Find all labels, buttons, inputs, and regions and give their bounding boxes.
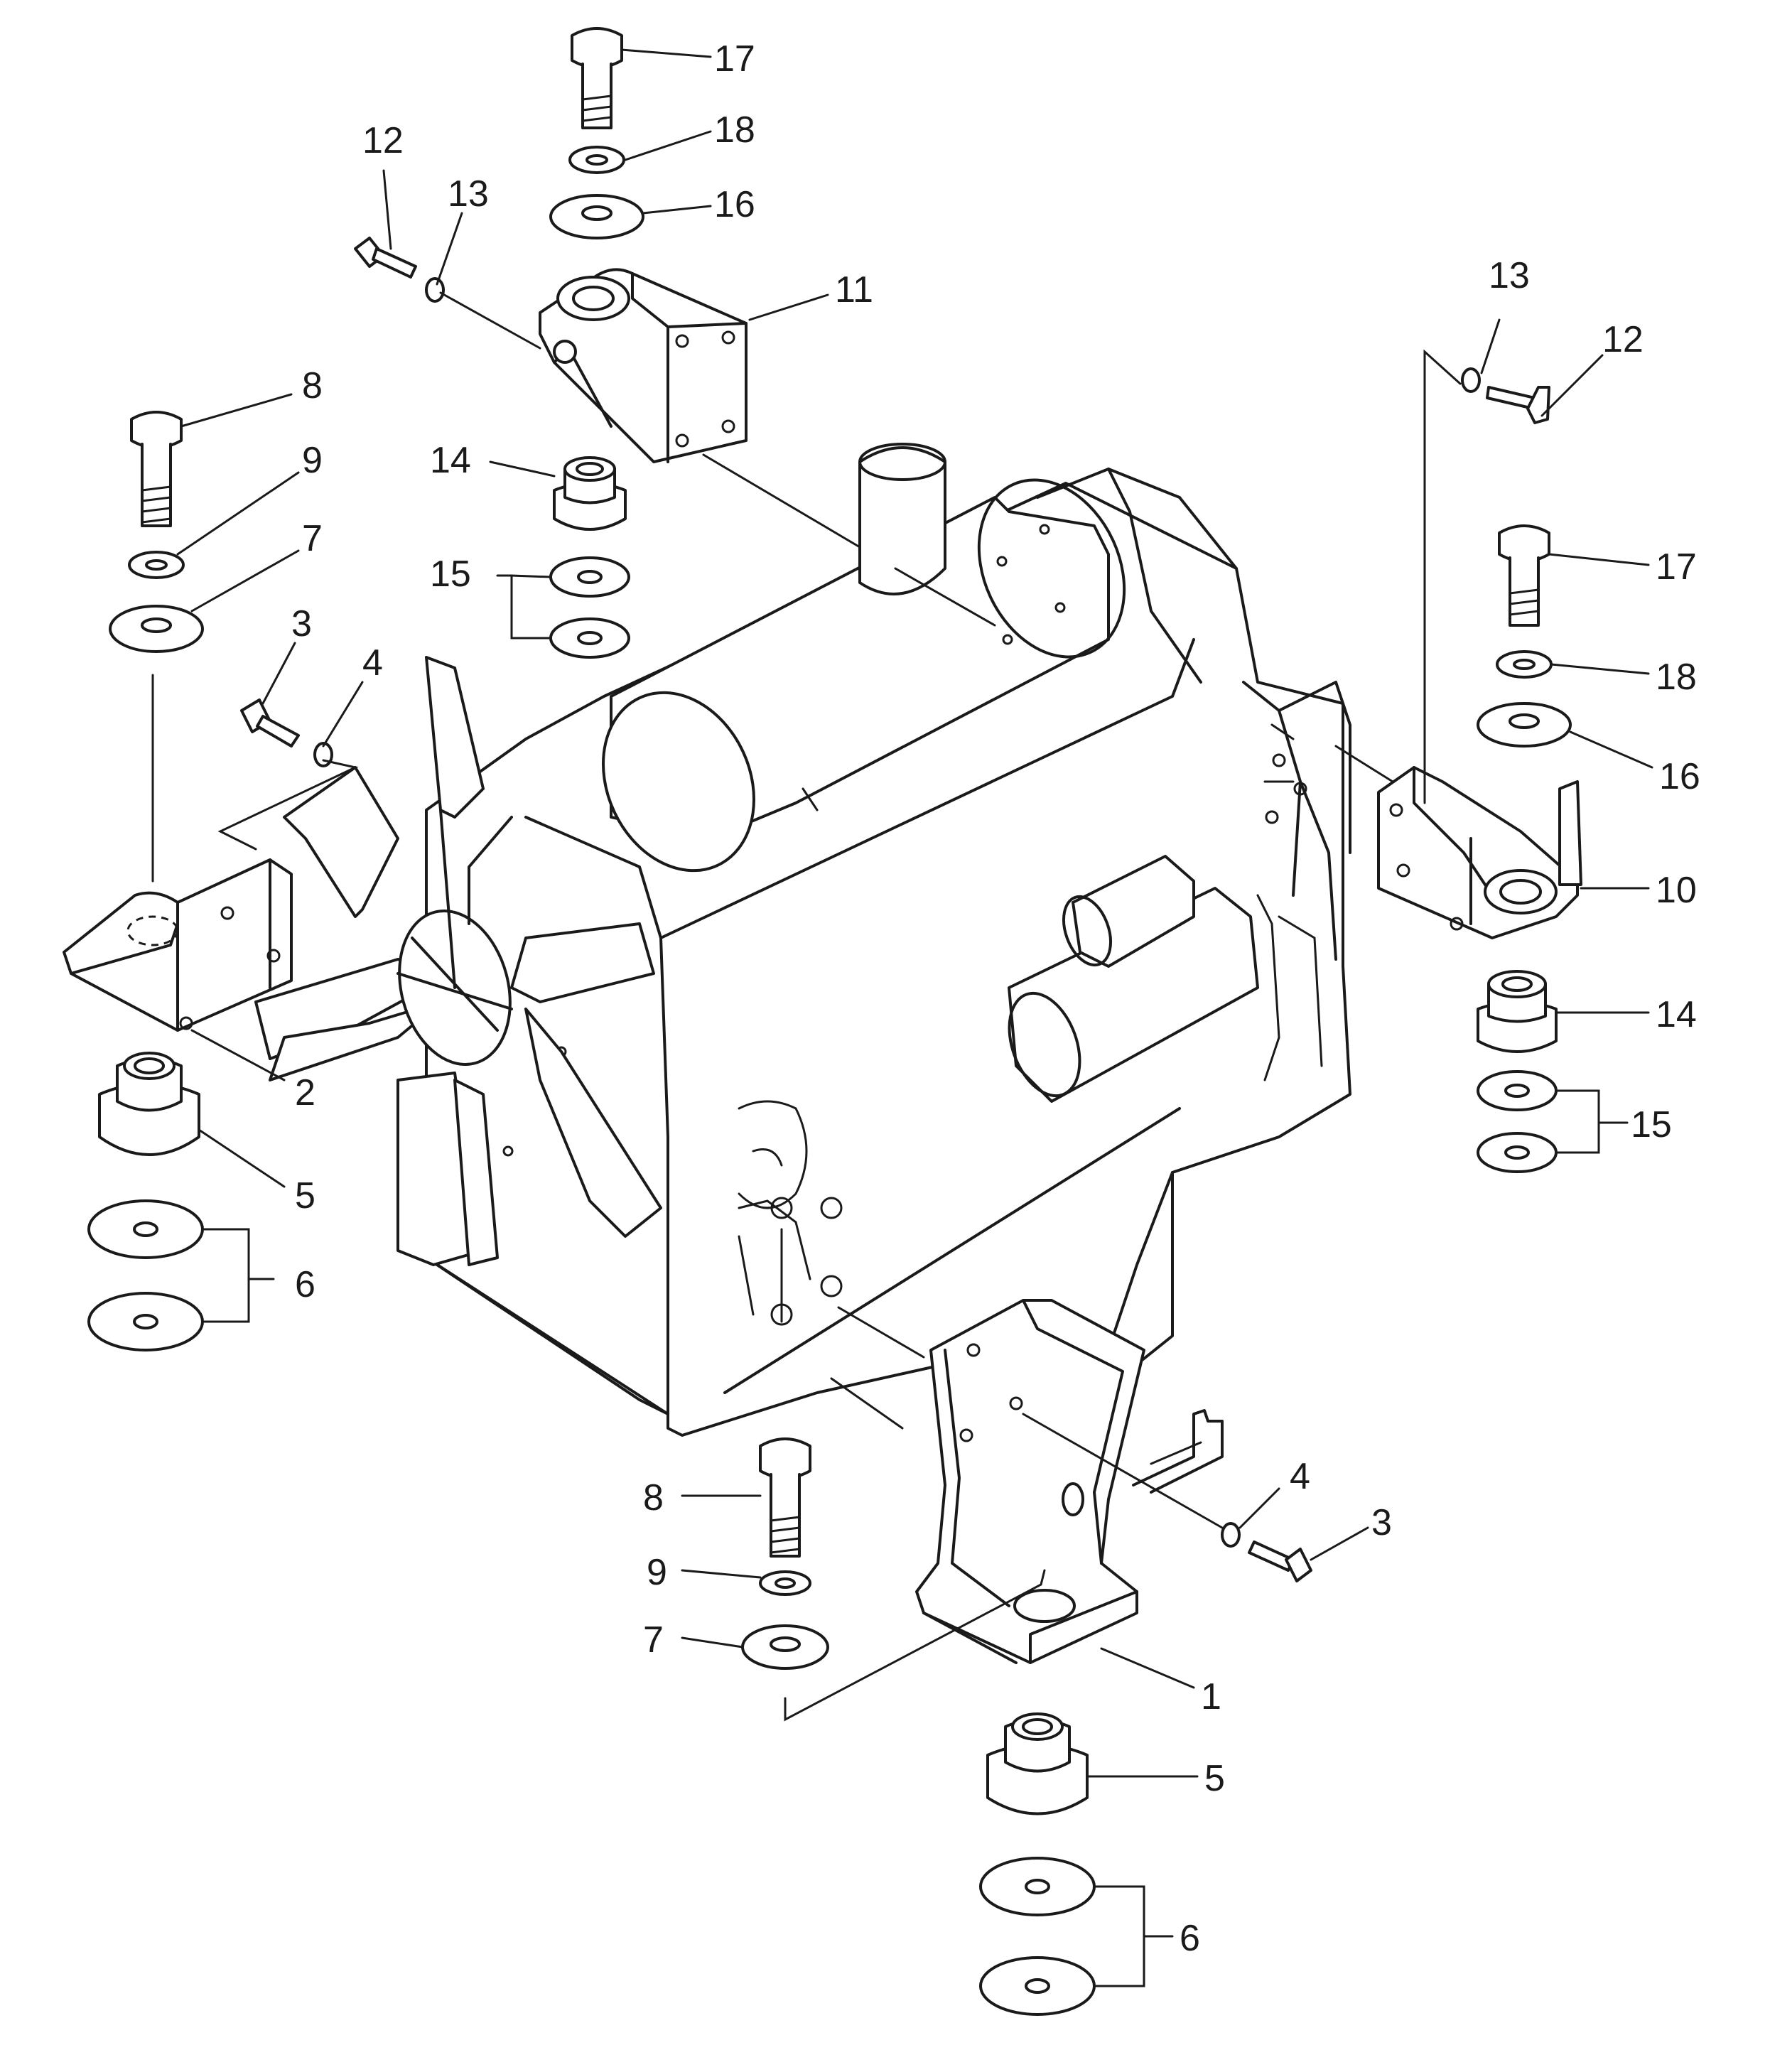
callout-18-right: 18 — [1656, 657, 1697, 698]
washers-15-top — [549, 556, 630, 659]
callout-14-right: 14 — [1656, 994, 1697, 1035]
callout-labels: 17 18 16 12 13 11 14 15 8 9 7 3 4 2 5 6 … — [291, 38, 1700, 1959]
callout-14-top: 14 — [430, 440, 471, 481]
callout-16-right: 16 — [1659, 756, 1700, 797]
assembly-lines — [151, 291, 1462, 1722]
callout-13-top: 13 — [448, 173, 489, 215]
callout-3-left: 3 — [291, 603, 312, 644]
lockwasher-13-top — [425, 277, 445, 303]
cushion-14-top — [553, 456, 627, 531]
callout-9-left: 9 — [302, 440, 323, 481]
washer-9-bottom — [759, 1570, 811, 1596]
washers-6-bottom — [979, 1857, 1096, 2016]
washer-9-left — [128, 551, 185, 579]
cushion-14-right — [1477, 970, 1558, 1053]
callout-17-right: 17 — [1656, 546, 1697, 588]
bolt-3-left — [240, 698, 300, 748]
bolt-12-right — [1486, 386, 1550, 424]
bracket-10 — [1377, 766, 1582, 939]
callout-8-bottom: 8 — [643, 1477, 664, 1518]
washer-18-top — [568, 146, 625, 174]
callout-15-right: 15 — [1631, 1104, 1672, 1145]
callout-11: 11 — [835, 269, 873, 311]
callout-6-bottom: 6 — [1180, 1918, 1200, 1959]
bolt-8-bottom — [759, 1437, 811, 1558]
bracket-2 — [63, 858, 293, 1032]
bolt-17-top — [571, 27, 623, 129]
cooling-fan — [254, 656, 662, 1266]
lockwasher-13-right — [1461, 367, 1481, 393]
bolt-8-left — [130, 411, 183, 527]
cushion-5-left — [98, 1052, 200, 1156]
lockwasher-4-bottom — [1221, 1522, 1241, 1548]
callout-4-bottom: 4 — [1290, 1456, 1310, 1497]
callout-3-bottom: 3 — [1371, 1502, 1392, 1543]
callout-17-top: 17 — [714, 38, 755, 80]
washer-7-bottom — [741, 1624, 829, 1670]
cushion-5-bottom — [986, 1712, 1089, 1815]
callout-9-bottom: 9 — [647, 1552, 667, 1593]
callout-7-left: 7 — [302, 518, 323, 559]
washer-18-right — [1496, 650, 1553, 679]
washers-6-left — [87, 1199, 204, 1351]
bracket-11 — [539, 268, 748, 463]
callout-13-right: 13 — [1489, 255, 1530, 296]
callout-5-left: 5 — [295, 1175, 315, 1216]
bracket-1 — [915, 1299, 1224, 1664]
callout-15-top: 15 — [430, 554, 471, 595]
callout-12-top: 12 — [362, 120, 404, 161]
callout-6-left: 6 — [295, 1264, 315, 1305]
bolt-17-right — [1498, 524, 1550, 627]
washer-16-top — [549, 194, 644, 239]
washers-15-right — [1477, 1070, 1558, 1173]
bolt-12-top — [354, 237, 417, 279]
callout-18-top: 18 — [714, 109, 755, 151]
callout-2: 2 — [295, 1072, 315, 1113]
callout-5-bottom: 5 — [1204, 1758, 1225, 1799]
washer-16-right — [1477, 702, 1572, 748]
bolt-3-bottom — [1248, 1540, 1312, 1582]
leader-lines — [176, 48, 1653, 1987]
callout-1: 1 — [1201, 1676, 1221, 1717]
engine-block — [425, 443, 1351, 1437]
callout-8-left: 8 — [302, 365, 323, 406]
callout-7-bottom: 7 — [643, 1619, 664, 1661]
callout-12-right: 12 — [1602, 319, 1644, 360]
callout-16-top: 16 — [714, 184, 755, 225]
callout-4-left: 4 — [362, 642, 383, 684]
washer-7-left — [109, 605, 204, 653]
callout-10: 10 — [1656, 870, 1697, 911]
